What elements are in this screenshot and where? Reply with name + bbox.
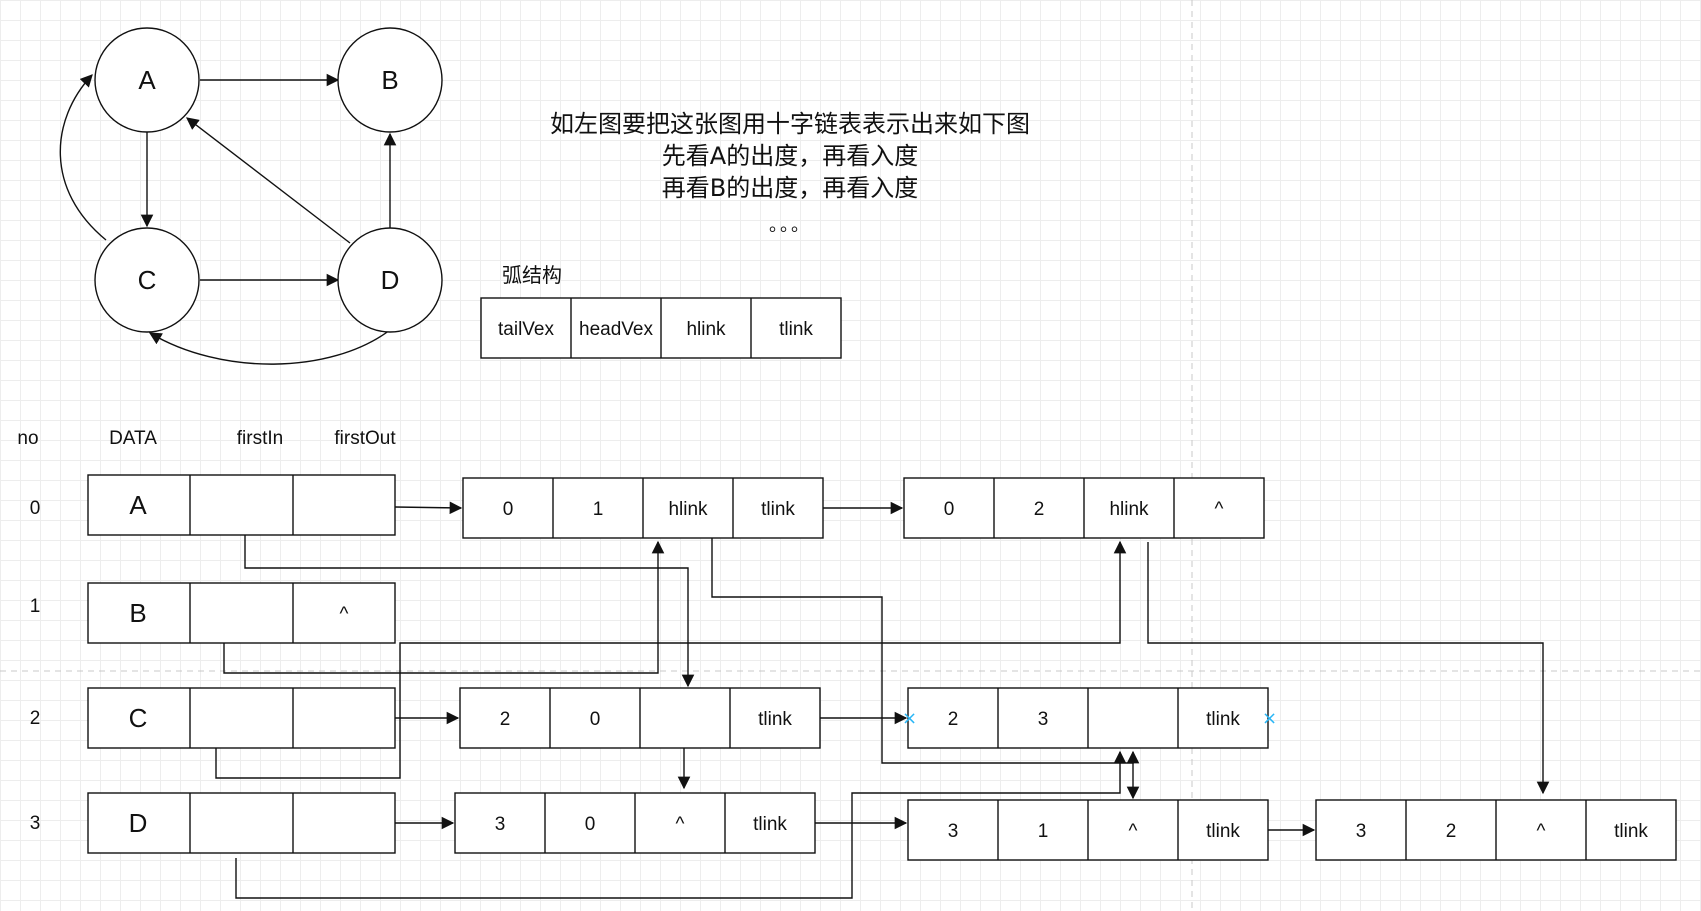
arc-cell: 0 — [585, 814, 596, 835]
row-no: 3 — [30, 813, 41, 834]
graph-node-label: D — [381, 265, 400, 295]
arrow-hlink-01 — [711, 538, 1140, 764]
edge-c-a — [59, 74, 107, 241]
arrow-hlink-02 — [1147, 542, 1550, 795]
arc-cell: ^ — [676, 814, 685, 835]
arc-cell: tlink — [761, 499, 795, 520]
vertex-table: 0 A 1 B ^ 2 C 3 — [30, 474, 396, 854]
svg-text:×: × — [1262, 708, 1277, 729]
row-data: D — [129, 808, 148, 838]
arc-node-0-2: 0 2 hlink ^ — [903, 477, 1265, 539]
field-tailvex: tailVex — [498, 319, 554, 340]
arc-cell: 1 — [593, 499, 604, 520]
edge-d-a — [186, 117, 351, 244]
arc-cell: ^ — [1215, 499, 1224, 520]
vertex-row-0: 0 A — [30, 474, 396, 536]
field-headvex: headVex — [579, 319, 653, 340]
arc-cell: 0 — [503, 499, 514, 520]
arc-cell: 2 — [948, 709, 959, 730]
arrow-a-firstout — [394, 501, 463, 515]
arrow-d-firstin — [235, 750, 1127, 899]
row-no: 0 — [30, 498, 41, 519]
arc-node-0-1: 0 1 hlink tlink — [462, 477, 824, 539]
note-line-2: 先看A的出度，再看入度 — [661, 142, 919, 170]
selection-handles: × × — [902, 708, 1277, 729]
arc-node-2-3: 2 3 tlink — [907, 687, 1269, 749]
arc-cell: ^ — [1537, 821, 1546, 842]
vertex-row-3: 3 D — [30, 792, 396, 854]
graph-edges — [59, 73, 397, 365]
arc-cell: 0 — [944, 499, 955, 520]
graph-node-label: B — [381, 65, 398, 95]
arc-cell: tlink — [1206, 709, 1240, 730]
graph-node-d: D — [337, 227, 443, 333]
arc-cell: ^ — [1129, 821, 1138, 842]
edge-d-c — [148, 329, 391, 365]
arc-node-3-0: 3 0 ^ tlink — [454, 792, 816, 854]
arc-cell: 3 — [495, 814, 506, 835]
field-tlink: tlink — [779, 319, 813, 340]
arc-cell: tlink — [1206, 821, 1240, 842]
arc-cell: 2 — [500, 709, 511, 730]
arc-cell: 0 — [590, 709, 601, 730]
header-no: no — [17, 428, 38, 449]
vertex-table-headers: no DATA firstIn firstOut — [17, 428, 396, 449]
arc-node-3-1: 3 1 ^ tlink — [907, 799, 1269, 861]
header-firstin: firstIn — [237, 428, 283, 449]
arrow-c-firstin — [215, 540, 1127, 779]
graph-node-c: C — [94, 227, 200, 333]
arc-structure-label: 弧结构 — [502, 264, 562, 287]
graph-nodes: A B C D — [94, 27, 443, 333]
graph-node-a: A — [94, 27, 200, 133]
note-line-3: 再看B的出度，再看入度 — [661, 174, 919, 202]
arc-cell: tlink — [1614, 821, 1648, 842]
arc-cell: 3 — [948, 821, 959, 842]
row-data: B — [129, 598, 146, 628]
arc-cell: hlink — [668, 499, 708, 520]
note-line-1: 如左图要把这张图用十字链表表示出来如下图 — [550, 110, 1030, 138]
arc-cell: tlink — [758, 709, 792, 730]
row-data: A — [129, 490, 147, 520]
arc-nodes: 0 1 hlink tlink 0 2 hlink ^ 2 0 tlink — [454, 477, 1677, 861]
header-firstout: firstOut — [334, 428, 396, 449]
arc-cell: tlink — [753, 814, 787, 835]
graph-node-b: B — [337, 27, 443, 133]
row-no: 1 — [30, 596, 41, 617]
header-data: DATA — [109, 428, 157, 449]
graph-node-label: A — [138, 65, 156, 95]
arc-cell: 3 — [1038, 709, 1049, 730]
pointer-arrows — [215, 501, 1550, 899]
row-firstout: ^ — [340, 604, 349, 625]
note-line-4: 。。。 — [769, 215, 811, 236]
row-data: C — [129, 703, 148, 733]
arc-node-3-2: 3 2 ^ tlink — [1315, 799, 1677, 861]
arrow-a-firstin — [244, 535, 695, 688]
arc-cell: 3 — [1356, 821, 1367, 842]
arrow-b-firstin — [223, 540, 665, 674]
vertex-row-1: 1 B ^ — [30, 582, 396, 644]
arc-cell: 2 — [1034, 499, 1045, 520]
row-no: 2 — [30, 708, 41, 729]
arc-cell: hlink — [1109, 499, 1149, 520]
vertex-row-2: 2 C — [30, 687, 396, 749]
arc-node-2-0: 2 0 tlink — [459, 687, 821, 749]
arc-cell: 1 — [1038, 821, 1049, 842]
arc-cell: 2 — [1446, 821, 1457, 842]
field-hlink: hlink — [686, 319, 726, 340]
arc-structure-box: tailVex headVex hlink tlink — [480, 297, 842, 359]
svg-text:×: × — [902, 708, 917, 729]
graph-node-label: C — [138, 265, 157, 295]
